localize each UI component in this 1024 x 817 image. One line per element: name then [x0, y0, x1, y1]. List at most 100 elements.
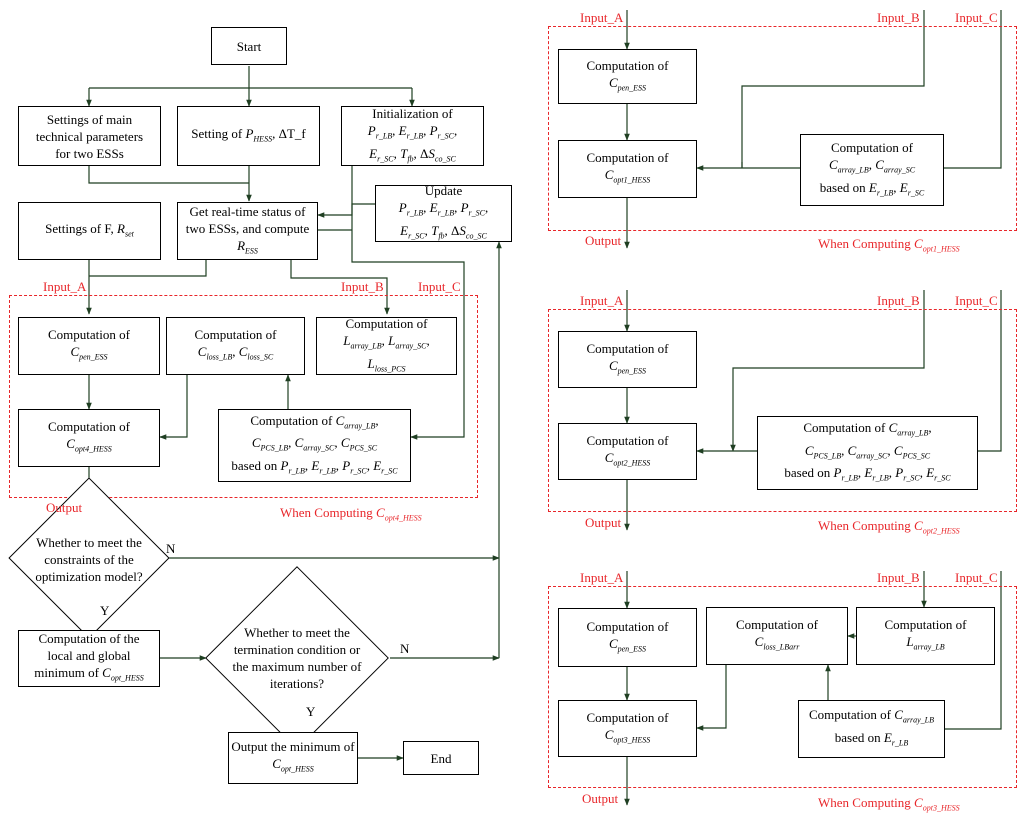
connector	[944, 10, 1002, 169]
box-text-line: technical parameters	[35, 128, 144, 144]
connector	[159, 375, 188, 440]
output-opt2: Output	[585, 515, 622, 530]
input-c-opt1: Input_C	[955, 10, 998, 25]
box-text-line: termination condition or	[233, 642, 361, 657]
box-text-line: Initialization of	[372, 105, 453, 121]
box-text-line: Computation of	[884, 617, 967, 633]
box-text-line: Get real-time status of	[189, 203, 306, 219]
box-text-line: based on Pr_LB, Er_LB, Pr_SC, Er_SC	[784, 465, 951, 483]
region-opt2	[548, 309, 1017, 512]
box-text-line: iterations?	[269, 676, 325, 691]
setting-p-box: Setting of PHESS, ΔT_f	[177, 106, 320, 166]
box-text-line: Cpen_ESS	[608, 357, 647, 376]
box-text-line: Cpen_ESS	[608, 74, 647, 93]
box-text-line: Lloss_PCS	[367, 355, 406, 374]
input-b-opt3: Input_B	[877, 570, 920, 585]
box-text-line: Larray_LB	[906, 634, 945, 652]
end-box: End	[403, 741, 479, 775]
box-text-line: Computation of	[345, 315, 428, 331]
box-text-line: Closs_LBarr	[754, 634, 800, 652]
yes-label-2: Y	[306, 704, 316, 719]
box-text-line: Computation of Carray_LB	[808, 707, 934, 725]
box-text-line: Computation of	[586, 57, 669, 73]
box-text-line: Copt3_HESS	[604, 726, 651, 745]
box-text-line: Er_SC, Tfb, ΔSco_SC	[369, 145, 456, 164]
box-text-line: RESS	[237, 237, 258, 256]
connector	[741, 10, 925, 168]
yes-label-1: Y	[100, 603, 110, 618]
output-main: Output	[46, 500, 83, 515]
box-text-line: Carray_LB, Carray_SC	[828, 156, 916, 175]
box-text-line: Settings of main	[46, 111, 133, 127]
box-text-line: Computation of	[586, 709, 669, 725]
connector	[978, 290, 1002, 452]
input-b-main: Input_B	[341, 279, 384, 294]
input-a-opt1: Input_A	[580, 10, 624, 25]
box-text-line: Closs_LB, Closs_SC	[197, 344, 274, 362]
carray-box-main: Computation of Carray_LB, CPCS_LB, Carray…	[218, 409, 411, 482]
box-text-line: Update	[424, 183, 463, 199]
box-text-line: based on Er_LB	[834, 730, 909, 748]
box-text-line: Computation of	[586, 150, 669, 166]
box-text-line: Computation of	[586, 432, 669, 448]
input-a-opt3: Input_A	[580, 570, 624, 585]
box-text-line: Setting of PHESS, ΔT_f	[191, 125, 306, 144]
input-c-main: Input_C	[418, 279, 461, 294]
region-opt1	[548, 26, 1017, 231]
box-text-line: based on Pr_LB, Er_LB, Pr_SC, Er_SC	[231, 457, 398, 476]
box-text-line: Computation of Carray_LB,	[803, 420, 932, 438]
box-text-line: Computation of	[48, 327, 130, 343]
box-text-line: Computation of	[586, 618, 669, 634]
input-b-opt2: Input_B	[877, 293, 920, 308]
box-text-line: CPCS_LB, Carray_SC, CPCS_SC	[804, 442, 931, 461]
box-text-line: Settings of F, Rset	[45, 220, 134, 239]
caption-opt4: When Computing Copt4_HESS	[280, 505, 422, 523]
box-text-line: Copt1_HESS	[604, 167, 651, 185]
input-a-main: Input_A	[43, 279, 87, 294]
box-text-line: minimum of Copt_HESS	[34, 665, 144, 683]
connector	[945, 571, 1002, 730]
no-label-2: N	[400, 641, 410, 656]
box-text-line: local and global	[47, 648, 131, 664]
box-text-line: CPCS_LB, Carray_SC, CPCS_SC	[251, 435, 378, 453]
box-text-line: Output the minimum of	[231, 739, 355, 755]
box-text-line: based on Er_LB, Er_SC	[819, 179, 925, 198]
connector	[290, 260, 390, 315]
start-box: Start	[211, 27, 287, 65]
box-text-line: two ESSs, and compute	[185, 220, 310, 236]
box-text-line: Cpen_ESS	[70, 344, 108, 362]
carray-box-opt2: Computation of Carray_LB, CPCS_LB, Carray…	[757, 416, 978, 490]
box-text-line: Cpen_ESS	[608, 635, 647, 654]
no-label-1: N	[166, 541, 176, 556]
box-text-line: Computation of	[48, 419, 130, 435]
box-text-line: Computation of	[831, 139, 913, 155]
box-text-line: Computation of Carray_LB,	[250, 412, 379, 431]
box-text-line: Copt2_HESS	[604, 449, 651, 468]
box-text-line: Computation of	[194, 327, 277, 343]
settings-f-box: Settings of F, Rset	[18, 202, 161, 260]
caption-opt1: When Computing Copt1_HESS	[818, 236, 960, 254]
box-text-line: Pr_LB, Er_LB, Pr_SC,	[367, 122, 458, 141]
box-text-line: Copt_HESS	[272, 756, 314, 774]
region-opt3	[548, 586, 1017, 788]
box-text-line: for two ESSs	[55, 145, 124, 161]
input-a-opt2: Input_A	[580, 293, 624, 308]
